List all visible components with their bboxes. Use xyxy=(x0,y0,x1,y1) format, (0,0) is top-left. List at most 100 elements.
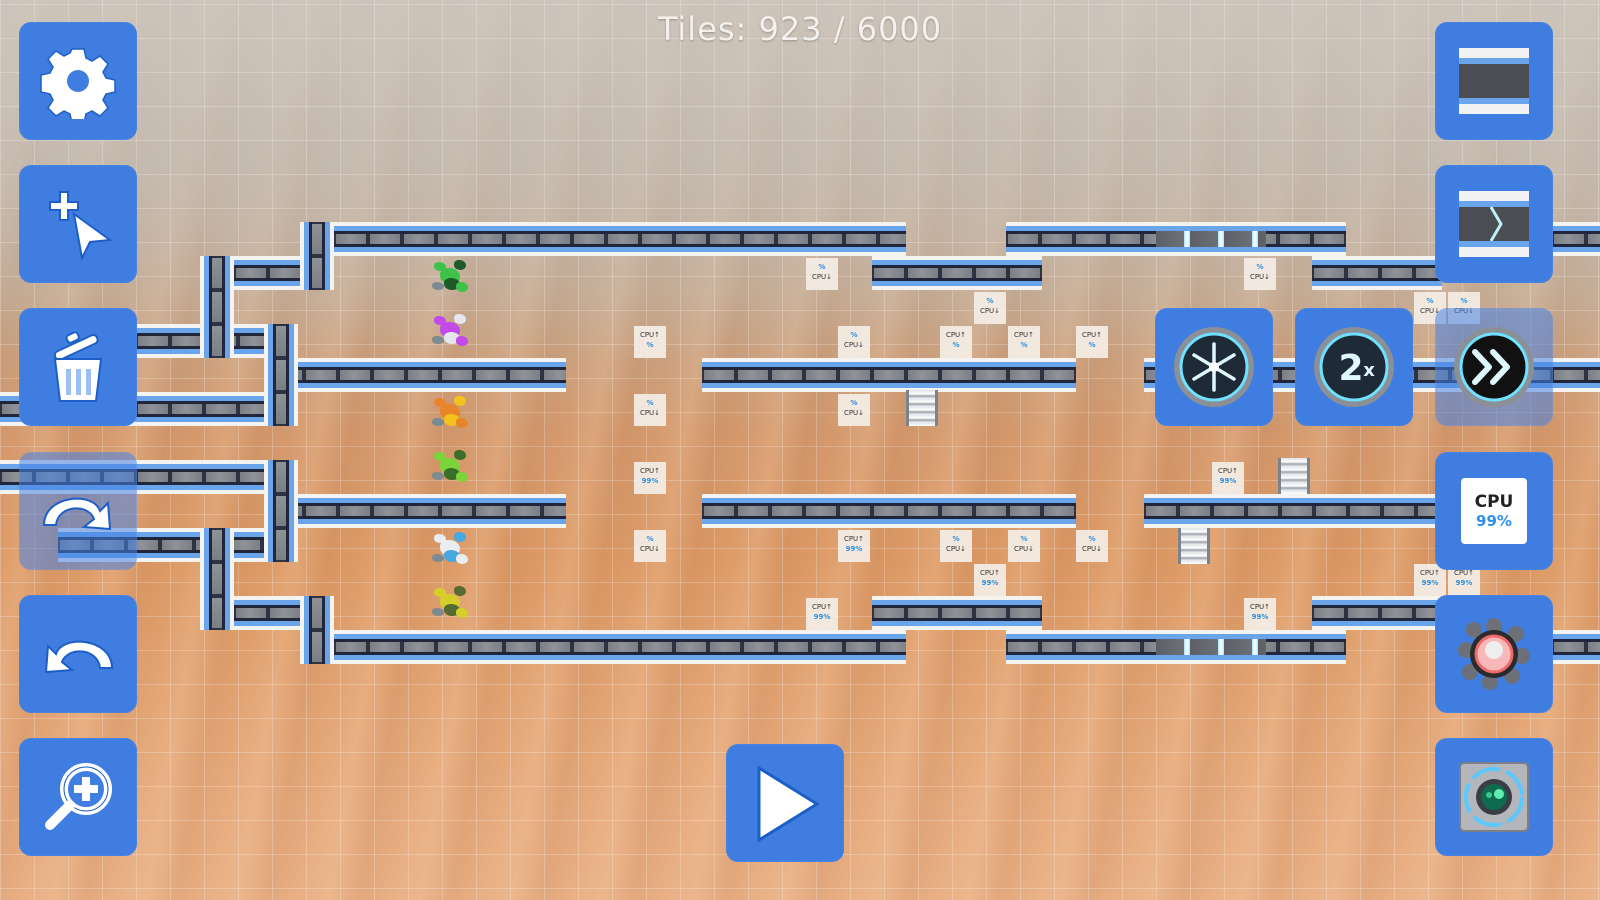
cpu-sensor-tile[interactable]: %CPU↓ xyxy=(838,394,870,426)
freeze-power-button[interactable] xyxy=(1155,308,1273,426)
cpu-sensor-tile[interactable]: %CPU↓ xyxy=(1244,258,1276,290)
track-connector[interactable] xyxy=(264,324,298,426)
robot-part xyxy=(432,554,444,562)
sensor-value: % xyxy=(850,331,858,339)
sensor-label: CPU↑ xyxy=(1419,569,1441,577)
cpu-sensor-tile[interactable]: CPU↑ 99% xyxy=(974,564,1006,596)
robot-part xyxy=(432,282,444,290)
cpu-sensor-tile[interactable]: CPU↑% xyxy=(634,326,666,358)
cpu-sensor-tile[interactable]: % CPU↓ xyxy=(1008,530,1040,562)
cpu-sensor-tile[interactable]: CPU↑% xyxy=(1076,326,1108,358)
sensor-value: 99% xyxy=(1421,579,1439,587)
cpu-sensor-tile[interactable]: CPU↑ 99% xyxy=(1414,564,1446,596)
robot-part xyxy=(456,554,468,564)
robot-part xyxy=(456,472,468,482)
robot-racer[interactable] xyxy=(430,448,470,488)
robot-part xyxy=(434,534,446,543)
track-segment[interactable] xyxy=(1552,222,1600,256)
robot-racer[interactable] xyxy=(430,394,470,434)
robot-part xyxy=(456,418,468,428)
cpu-sensor-tile[interactable]: CPU↑99% xyxy=(806,598,838,630)
speed-power-button[interactable] xyxy=(1435,308,1553,426)
track-connector[interactable] xyxy=(200,256,234,358)
sensor-label: CPU↑ xyxy=(979,569,1001,577)
settings-button[interactable] xyxy=(19,22,137,140)
sensor-label: CPU↑ xyxy=(811,603,833,611)
sensor-value: 99% xyxy=(1455,579,1473,587)
cpu-sensor-tile[interactable]: CPU↑99% xyxy=(1244,598,1276,630)
double-power-button[interactable]: 2 x xyxy=(1295,308,1413,426)
cpu-sensor-tile[interactable]: %CPU↓ xyxy=(806,258,838,290)
sensor-value: % xyxy=(986,297,994,305)
robot-part xyxy=(434,452,446,461)
robot-racer[interactable] xyxy=(430,258,470,298)
track-segment[interactable] xyxy=(300,630,906,664)
track-segment[interactable] xyxy=(270,358,566,392)
snowflake-icon xyxy=(1174,327,1254,407)
track-connector[interactable] xyxy=(200,528,234,630)
sensor-label: CPU↑ xyxy=(843,535,865,543)
cpu-sensor-tile[interactable]: %CPU↓ xyxy=(974,292,1006,324)
robot-racer[interactable] xyxy=(430,584,470,624)
redo-button[interactable] xyxy=(19,452,137,570)
redo-arrow-icon xyxy=(42,497,112,531)
robot-racer[interactable] xyxy=(430,312,470,352)
sensor-value: % xyxy=(1020,535,1028,543)
track-connector[interactable] xyxy=(264,460,298,562)
cpu-sensor-tile[interactable]: CPU↑99% xyxy=(838,530,870,562)
track-segment[interactable] xyxy=(1006,630,1346,664)
track-connector[interactable] xyxy=(300,222,334,290)
delete-button[interactable] xyxy=(19,308,137,426)
track-piece-button[interactable] xyxy=(1435,22,1553,140)
robot-racer[interactable] xyxy=(430,530,470,570)
sensor-label: CPU↓ xyxy=(1013,545,1035,553)
track-connector[interactable] xyxy=(300,596,334,664)
sensor-label: CPU↑ xyxy=(639,331,661,339)
cpu-sensor-tile[interactable]: %CPU↓ xyxy=(634,394,666,426)
undo-button[interactable] xyxy=(19,595,137,713)
cpu-sensor-tile[interactable]: %CPU↓ xyxy=(838,326,870,358)
cpu-sensor-tile[interactable]: CPU↑% xyxy=(1008,326,1040,358)
cpu-sensor-tile[interactable]: %CPU↓ xyxy=(940,530,972,562)
sensor-value: 99% xyxy=(981,579,999,587)
add-select-button[interactable] xyxy=(19,165,137,283)
track-segment[interactable] xyxy=(1006,222,1346,256)
robot-part xyxy=(432,472,444,480)
gear-icon xyxy=(40,48,116,119)
sensor-value: % xyxy=(1088,341,1096,349)
sensor-label: CPU↑ xyxy=(1249,603,1271,611)
spring-pad[interactable] xyxy=(1278,458,1310,494)
zoom-in-button[interactable] xyxy=(19,738,137,856)
cpu-sensor-button[interactable]: CPU 99% xyxy=(1435,452,1553,570)
track-segment[interactable] xyxy=(300,222,906,256)
cpu-sensor-tile[interactable]: %CPU↓ xyxy=(1076,530,1108,562)
track-segment[interactable] xyxy=(872,596,1042,630)
track-segment[interactable] xyxy=(702,358,1076,392)
play-icon xyxy=(757,765,820,843)
robot-part xyxy=(456,282,468,292)
track-segment[interactable] xyxy=(872,256,1042,290)
track-segment[interactable] xyxy=(702,494,1076,528)
spring-pad[interactable] xyxy=(906,390,938,426)
cpu-sensor-tile[interactable]: CPU↑99% xyxy=(1212,462,1244,494)
spike-mine-button[interactable] xyxy=(1435,595,1553,713)
play-button[interactable] xyxy=(726,744,844,862)
track-segment[interactable] xyxy=(1552,630,1600,664)
sensor-value: % xyxy=(646,341,654,349)
robot-part xyxy=(434,316,446,325)
track-segment[interactable] xyxy=(1312,596,1442,630)
boost-track-button[interactable] xyxy=(1435,165,1553,283)
track-segment[interactable] xyxy=(1144,494,1444,528)
spring-pad[interactable] xyxy=(1178,528,1210,564)
teleporter-button[interactable] xyxy=(1435,738,1553,856)
robot-part xyxy=(434,398,446,407)
cpu-sensor-tile[interactable]: CPU↑99% xyxy=(634,462,666,494)
cpu-sensor-tile[interactable]: CPU↑% xyxy=(940,326,972,358)
robot-part xyxy=(454,314,466,324)
sensor-value: % xyxy=(646,399,654,407)
track-segment[interactable] xyxy=(270,494,566,528)
track-segment[interactable] xyxy=(1312,256,1442,290)
teleporter-icon xyxy=(1459,762,1529,832)
cpu-sensor-tile[interactable]: %CPU↓ xyxy=(634,530,666,562)
sensor-label: CPU↑ xyxy=(1013,331,1035,339)
